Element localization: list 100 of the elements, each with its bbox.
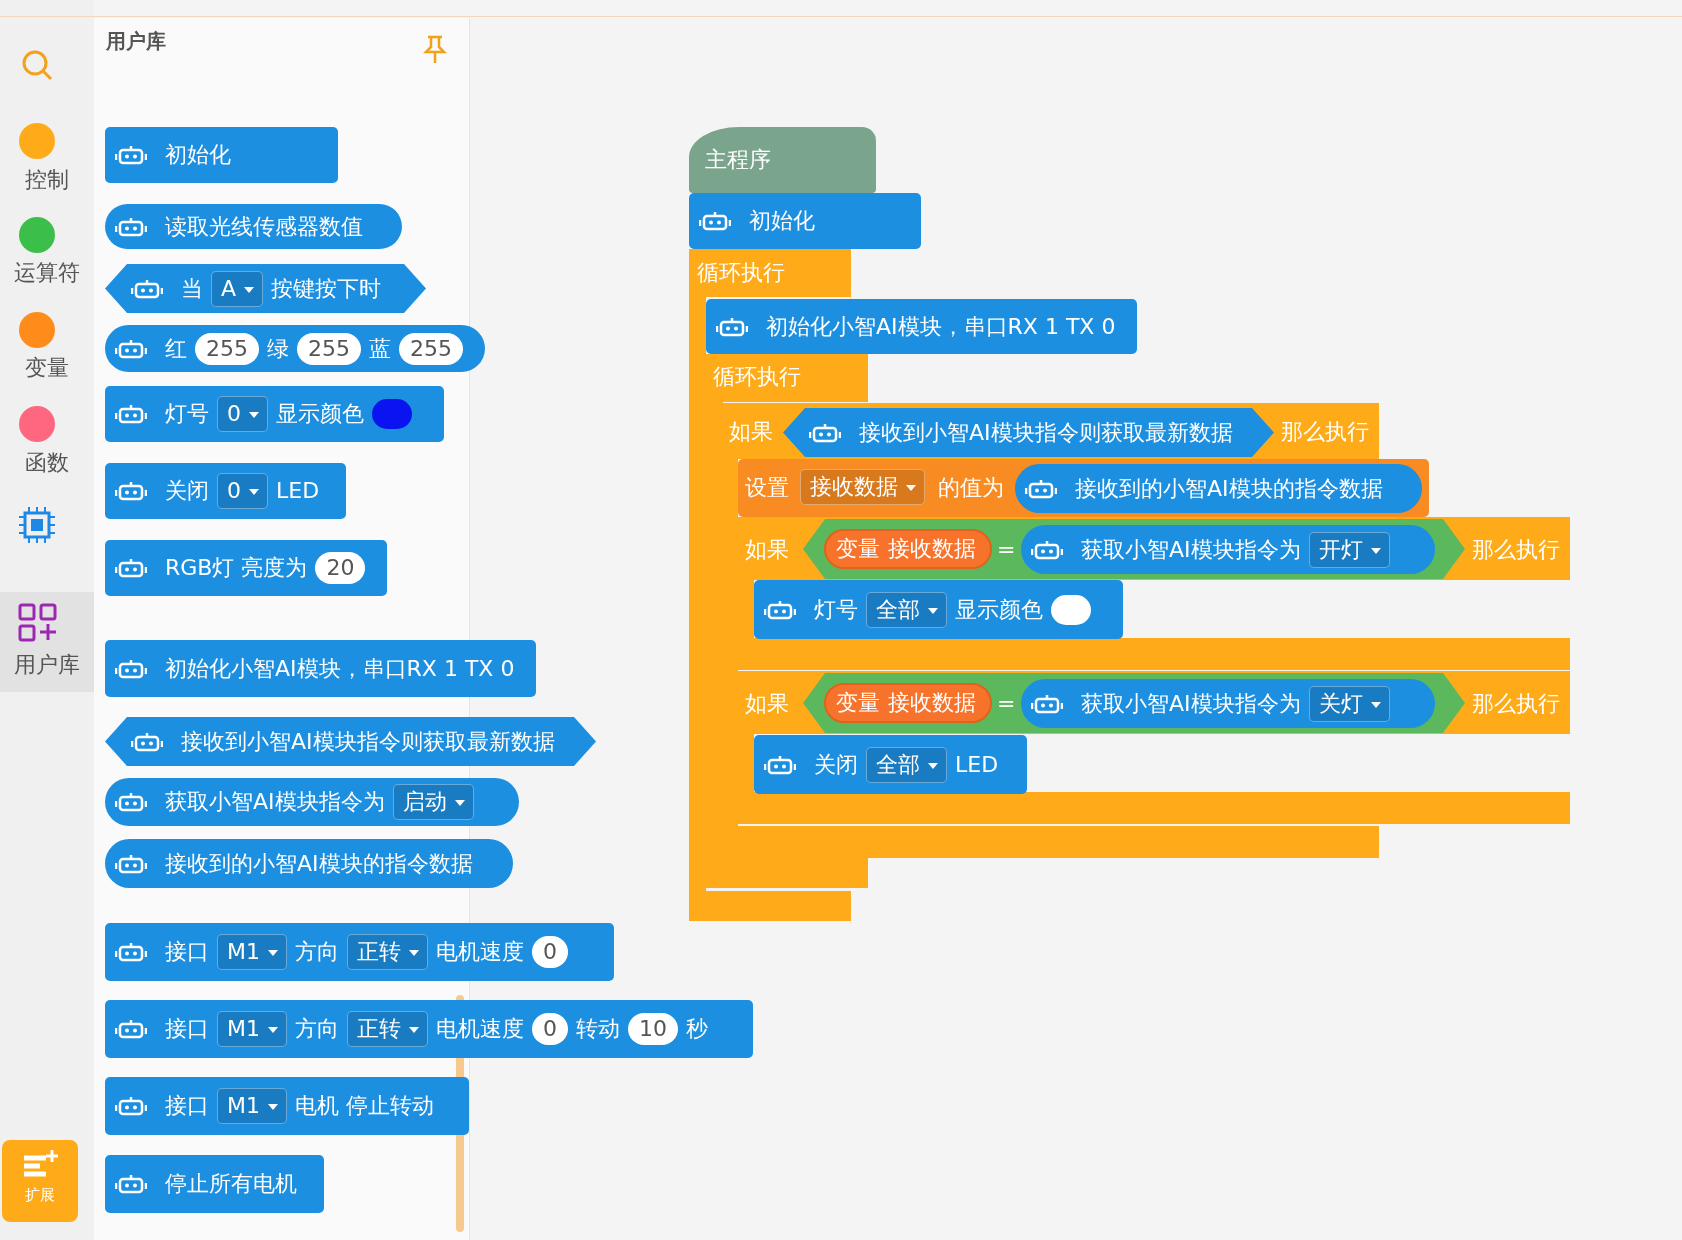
block-text: 接收到小智AI模块指令则获取最新数据 [859,418,1233,447]
number-field: 0 [532,936,568,968]
block-text: 初始化小智AI模块，串口RX 1 TX 0 [766,312,1116,341]
reporter-block [105,778,519,826]
dropdown-field: M1 [217,934,287,970]
code-block [105,1077,469,1135]
block-text: 变量 [836,535,880,563]
block-text: 那么执行 [1472,536,1560,564]
code-block [105,463,346,519]
dropdown-field: 接收数据 [800,469,925,505]
block-text: 停止所有电机 [165,1170,297,1198]
block-text: 当 [181,274,203,303]
block-text: 循环执行 [697,259,785,287]
block-text: 初始化小智AI模块，串口RX 1 TX 0 [165,654,515,683]
dropdown-field: A [211,270,264,307]
reporter-block [105,839,513,888]
reporter-block [105,325,485,372]
code-block [105,127,338,183]
block-text: 读取光线传感器数值 [165,212,363,241]
block-text: 电机 停止转动 [295,1092,434,1120]
dropdown-field: M1 [217,1088,287,1124]
block-text: 接收到的小智AI模块的指令数据 [1075,474,1383,503]
block-text: 方向 [295,938,339,966]
block-text: 电机速度 [436,1015,524,1043]
block-text: 获取小智AI模块指令为 [165,788,385,816]
block-text: 方向 [295,1015,339,1043]
block-text: 接收数据 [888,535,976,563]
block-text: 主程序 [705,146,771,174]
block-text: LED [276,477,320,505]
block-text: 获取小智AI模块指令为 [1081,535,1301,564]
block-text: 如果 [745,536,789,564]
code-block [706,299,1137,354]
dropdown-field: 正转 [347,1011,428,1047]
code-block [105,923,614,981]
dropdown-field: 关灯 [1308,685,1390,722]
extension-button: 扩展 [2,1140,78,1222]
dropdown-field: 正转 [347,934,428,970]
block-text: 秒 [686,1015,708,1043]
code-block [754,580,1123,639]
block-text: 设置 [745,474,789,502]
number-field: 255 [399,332,463,365]
block-text: = [997,690,1016,718]
dropdown-field: 0 [217,473,268,509]
dropdown-field: 全部 [866,746,947,783]
block-text: 初始化 [749,207,815,235]
block-text: 红 [165,334,187,363]
code-block [105,1000,753,1058]
block-text: 转动 [576,1015,620,1043]
code-block [689,193,921,249]
hat-block [689,127,876,193]
code-block [105,1155,324,1213]
control-block [738,517,1570,670]
block-text: = [997,536,1016,564]
code-block [105,640,536,697]
category-label: 函数 [24,449,70,477]
block-text: 循环执行 [713,363,801,391]
reporter-block [824,683,992,723]
number-field: 0 [532,1013,568,1045]
block-text: 显示颜色 [955,595,1043,624]
set-variable-block [738,459,1429,517]
number-field: 10 [628,1013,678,1045]
reporter-block [824,529,992,569]
control-block [738,671,1570,824]
category-label: 变量 [24,354,70,382]
block-text: 关闭 [165,477,209,505]
block-text: 蓝 [369,334,391,363]
reporter-block [1015,464,1422,513]
block-text: 接口 [165,1015,209,1043]
block-text: 电机速度 [436,938,524,966]
number-field: 255 [195,332,259,365]
block-text: RGB灯 亮度为 [165,554,308,582]
block-text: 变量 [836,689,880,717]
dropdown-field: 全部 [866,591,947,628]
block-text: 接收到的小智AI模块的指令数据 [165,849,473,878]
palette-heading: 用户库 [106,28,166,55]
reporter-block [1021,525,1435,574]
block-text: 灯号 [814,595,858,624]
block-text: 接收数据 [888,689,976,717]
block-text: 绿 [267,334,289,363]
block-text: LED [955,750,999,779]
number-field: 255 [297,332,361,365]
dropdown-field: 开灯 [1308,531,1390,568]
block-text: 初始化 [165,141,231,169]
category-label: 运算符 [13,259,81,287]
category-label: 控制 [24,166,70,194]
block-text: 显示颜色 [276,400,364,428]
block-text: 关闭 [814,750,858,779]
code-block [105,386,444,442]
dropdown-field: 启动 [392,784,474,820]
block-text: 接口 [165,938,209,966]
block-text: 如果 [729,418,773,446]
code-block [105,540,387,596]
category-label: 用户库 [13,651,81,679]
dropdown-field: M1 [217,1011,287,1047]
block-text: 那么执行 [1472,690,1560,718]
block-text: 接口 [165,1092,209,1120]
block-text: 灯号 [165,400,209,428]
block-text: 如果 [745,690,789,718]
reporter-block [105,204,402,249]
block-text: 获取小智AI模块指令为 [1081,689,1301,718]
